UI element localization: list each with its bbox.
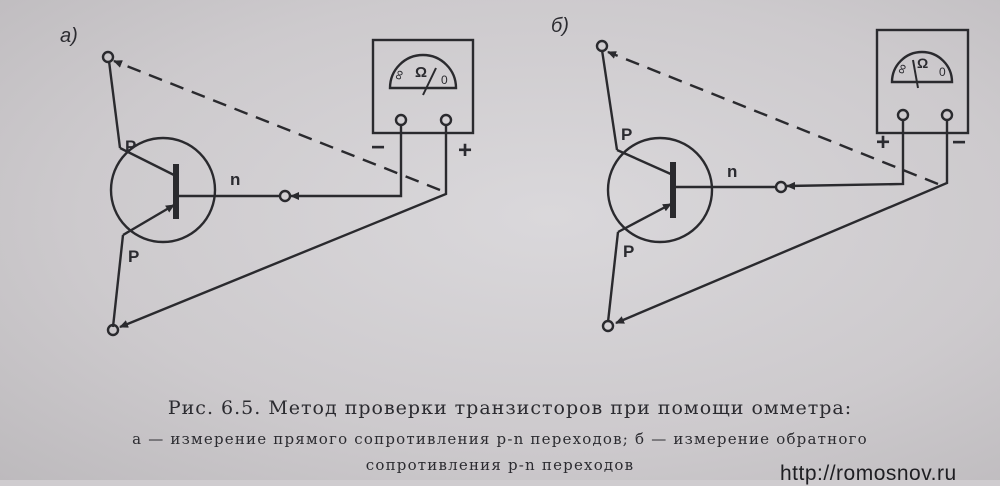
- wire-plus-to-base-b: [786, 120, 905, 190]
- meter-needle-b: [912, 59, 919, 89]
- panel-b-labels: б) P n P Ω ∞ 0 + −: [551, 15, 966, 261]
- dashed-path-a: [113, 59, 441, 192]
- base-terminal-a: [278, 189, 292, 203]
- meter-terminal-plus-a: [439, 113, 453, 127]
- transistor-ohmmeter-figure: а) P n P Ω ∞ 0 − + б) P n P Ω ∞: [60, 15, 970, 337]
- collector-lead-b: [616, 148, 674, 177]
- meter-dial-b: [890, 50, 954, 84]
- wire-plus-to-bottom-a: [119, 125, 448, 329]
- wire-minus-to-bottom-b: [615, 120, 949, 325]
- region-bottom-b: P: [623, 242, 634, 261]
- meter-zero-b: 0: [939, 65, 946, 79]
- region-base-a: n: [230, 170, 240, 189]
- panel-a-label: а): [60, 25, 78, 47]
- terminal-minus-label-a: −: [371, 134, 385, 161]
- top-terminal-a: [101, 50, 115, 64]
- top-terminal-b: [595, 39, 609, 53]
- terminal-plus-label-b: +: [876, 129, 890, 156]
- figure-caption-line-1: а — измерение прямого сопротивления p-n …: [132, 430, 868, 448]
- bottom-lead-a: [111, 234, 125, 328]
- base-terminal-b: [774, 180, 788, 194]
- transistor-body-b: [606, 136, 714, 244]
- region-bottom-a: P: [128, 247, 139, 266]
- top-lead-a: [107, 60, 122, 149]
- bottom-terminal-b: [601, 319, 615, 333]
- meter-infinity-b: ∞: [892, 61, 910, 76]
- terminal-minus-label-b: −: [952, 129, 966, 156]
- panel-a: [101, 38, 475, 337]
- meter-dial-a: [388, 53, 458, 90]
- meter-terminal-minus-b: [940, 108, 954, 122]
- watermark-url: http://romosnov.ru: [780, 462, 957, 485]
- wire-minus-to-base-a: [290, 125, 403, 200]
- bottom-terminal-a: [106, 323, 120, 337]
- ohmmeter-box-a: [371, 38, 475, 135]
- figure-caption-line-2: сопротивления p-n переходов: [365, 456, 635, 474]
- meter-terminal-minus-a: [394, 113, 408, 127]
- dashed-path-b: [607, 50, 939, 186]
- panel-b: [595, 28, 970, 333]
- panel-a-labels: а) P n P Ω ∞ 0 − +: [60, 25, 472, 266]
- emitter-lead-b: [617, 202, 672, 234]
- panel-b-label: б): [551, 15, 569, 37]
- region-top-a: P: [125, 137, 136, 156]
- emitter-lead-a: [122, 203, 175, 237]
- meter-zero-a: 0: [441, 73, 448, 87]
- top-lead-b: [600, 49, 619, 151]
- region-base-b: n: [727, 162, 737, 181]
- region-top-b: P: [621, 125, 632, 144]
- bottom-lead-b: [606, 231, 620, 323]
- ohmmeter-box-b: [875, 28, 970, 135]
- transistor-body-a: [109, 136, 217, 244]
- meter-needle-a: [422, 67, 437, 96]
- meter-ohm-symbol-a: Ω: [415, 64, 427, 81]
- figure-caption-title: Рис. 6.5. Метод проверки транзисторов пр…: [167, 397, 853, 419]
- collector-lead-a: [119, 146, 177, 178]
- meter-ohm-symbol-b: Ω: [917, 55, 928, 71]
- terminal-plus-label-a: +: [458, 137, 472, 164]
- meter-terminal-plus-b: [896, 108, 910, 122]
